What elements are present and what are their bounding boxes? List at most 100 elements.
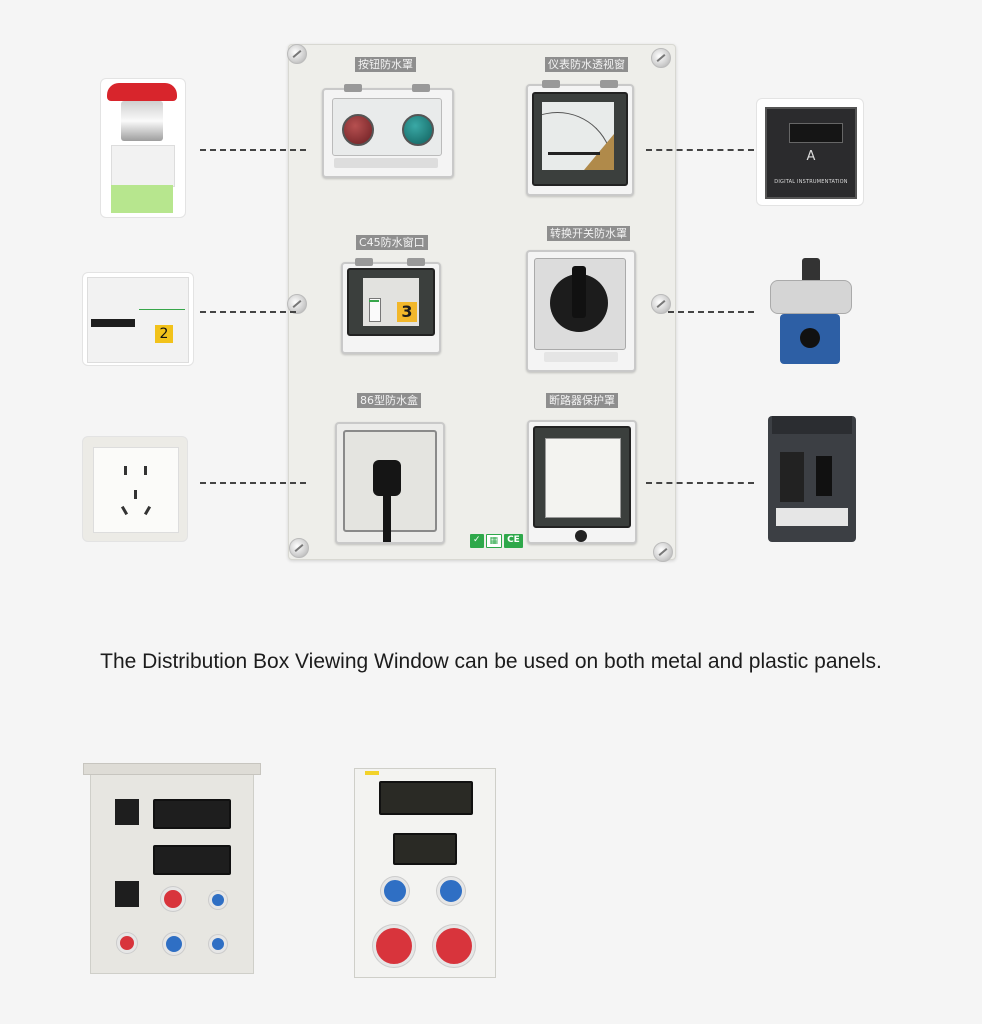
meter-viewing-window[interactable] [526,80,634,196]
button-waterproof-cover[interactable] [322,84,454,178]
red-socket-icon [117,933,137,953]
type-86-waterproof-box[interactable] [335,422,445,544]
hinge [355,258,373,266]
socket-outlet-icon [93,447,179,533]
socket-pin [134,490,137,499]
connector-line [200,149,306,151]
plastic-distribution-box [354,768,496,978]
breaker-green-indicator [369,300,379,302]
mccb-icon [768,416,856,542]
blue-socket-icon [381,877,409,905]
wall-socket [82,436,188,542]
breaker-viewing-window [153,845,231,875]
hinge [412,84,430,92]
label-switch-cover: 转换开关防水罩 [547,226,630,241]
digital-meter: A DIGITAL INSTRUMENTATION [756,98,864,206]
connector-line [200,311,296,313]
switch-waterproof-cover[interactable] [526,250,636,372]
small-window [115,799,139,825]
blue-socket-icon [209,935,227,953]
screw-icon [651,294,671,314]
mushroom-head [107,83,177,101]
meter-needle [548,152,600,155]
blue-socket-icon [163,933,185,955]
breaker-viewing-window [393,833,457,865]
switch-contact [800,328,820,348]
check-mark-icon: ✓ [470,534,484,548]
label-button-cover: 按钮防水罩 [355,57,416,72]
breaker-toggle [369,298,381,322]
label-c45-window: C45防水窗口 [356,235,428,250]
meter-display [789,123,843,143]
mccb-trip-unit [776,508,848,526]
green-button-icon[interactable] [402,114,434,146]
label-meter-window: 仪表防水透视窗 [545,57,628,72]
rotary-switch [766,258,854,370]
breaker-number-label: 3 [397,302,417,322]
digital-meter-icon: A DIGITAL INSTRUMENTATION [765,107,857,199]
switch-contact-block [780,314,840,364]
red-socket-icon [373,925,415,967]
rotary-knob-handle [572,266,586,318]
mccb-terminals [772,416,852,434]
connector-line [200,482,306,484]
blue-socket-icon [437,877,465,905]
connector-line [646,482,754,484]
label-breaker-cover: 断路器保护罩 [546,393,618,408]
contact-block [111,185,173,213]
hinge [344,84,362,92]
socket-pin [120,505,129,516]
breaker-viewing-window [153,799,231,829]
cover-base [334,158,438,168]
caption: The Distribution Box Viewing Window can … [100,650,882,673]
warning-sticker [365,771,379,775]
red-button-icon[interactable] [342,114,374,146]
modular-breaker: 2 [82,272,194,366]
socket-pin [144,466,147,475]
ce-mark: CE [504,534,523,548]
breaker-protection-cover[interactable] [527,420,637,544]
connector-line [646,149,754,151]
button-body [111,145,175,187]
mccb-handle [816,456,832,496]
plug-cable [383,496,391,542]
socket-pin [143,505,152,516]
c45-waterproof-window[interactable]: 3 [341,258,441,354]
blue-socket-icon [209,891,227,909]
lock-knob-icon[interactable] [575,530,587,542]
mccb-label [780,452,804,502]
box-lid-rim [83,763,261,775]
plug-icon [373,460,401,496]
certification-marks: ✓ ▦ CE [470,534,523,548]
breaker-green-line [139,309,185,310]
breaker-cover-frame [533,426,631,528]
screw-icon [289,538,309,558]
rotary-switch-handle [802,258,820,286]
breaker-number-label: 2 [155,325,173,343]
metal-distribution-box [83,763,261,974]
screw-icon [287,44,307,64]
screw-icon [651,48,671,68]
label-86-box: 86型防水盒 [357,393,421,408]
connector-line [668,311,754,313]
button-collar [121,101,163,141]
analog-meter-face-icon [542,102,614,170]
small-window [115,881,139,907]
breaker-cover-flap [545,438,621,518]
hinge [407,258,425,266]
meter-brand-text: DIGITAL INSTRUMENTATION [774,179,848,185]
breaker-viewing-window [379,781,473,815]
red-socket-icon [161,887,185,911]
red-socket-icon [433,925,475,967]
hinge [600,80,618,88]
rotary-switch-icon [770,280,852,314]
screw-icon [287,294,307,314]
meter-unit: A [806,149,816,164]
c45-frame: 3 [347,268,435,336]
hinge [542,80,560,88]
breaker-module-icon: 3 [363,278,419,326]
breaker-handle-bar [91,319,135,327]
cover-base [544,352,618,362]
socket-pin [124,466,127,475]
meter-frame [532,92,628,186]
